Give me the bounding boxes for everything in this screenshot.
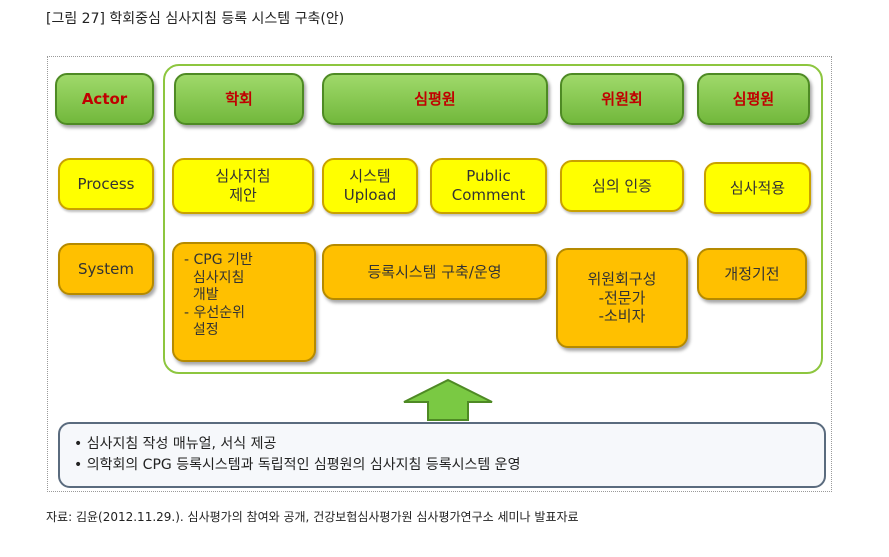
diagram-frame <box>47 56 832 492</box>
note-item: • 의학회의 CPG 등록시스템과 독립적인 심평원의 심사지침 등록시스템 운… <box>74 457 521 473</box>
system-registry: 등록시스템 구축/운영 <box>322 244 547 300</box>
system-cpg: - CPG 기반 심사지침 개발 - 우선순위 설정 <box>172 242 316 362</box>
system-revision: 개정기전 <box>697 248 807 300</box>
notes-box: • 심사지침 작성 매뉴얼, 서식 제공 • 의학회의 CPG 등록시스템과 독… <box>58 422 826 488</box>
actor-hira-2: 심평원 <box>697 73 810 125</box>
process-upload: 시스템 Upload <box>322 158 418 214</box>
process-apply: 심사적용 <box>704 162 811 214</box>
process-public-comment: Public Comment <box>430 158 547 214</box>
row-label-system: System <box>58 243 154 295</box>
system-committee-build: 위원회구성 -전문가 -소비자 <box>556 248 688 348</box>
process-certify: 심의 인증 <box>560 160 684 212</box>
figure-caption: [그림 27] 학회중심 심사지침 등록 시스템 구축(안) <box>46 11 345 27</box>
row-label-process: Process <box>58 158 154 210</box>
actor-society: 학회 <box>174 73 304 125</box>
note-item: • 심사지침 작성 매뉴얼, 서식 제공 <box>74 436 277 452</box>
source-note: 자료: 김윤(2012.11.29.). 심사평가의 참여와 공개, 건강보험심… <box>46 510 579 524</box>
row-label-actor: Actor <box>55 73 154 125</box>
actor-hira: 심평원 <box>322 73 548 125</box>
actor-committee: 위원회 <box>560 73 684 125</box>
process-propose: 심사지침 제안 <box>172 158 314 214</box>
up-arrow-icon <box>403 378 493 421</box>
